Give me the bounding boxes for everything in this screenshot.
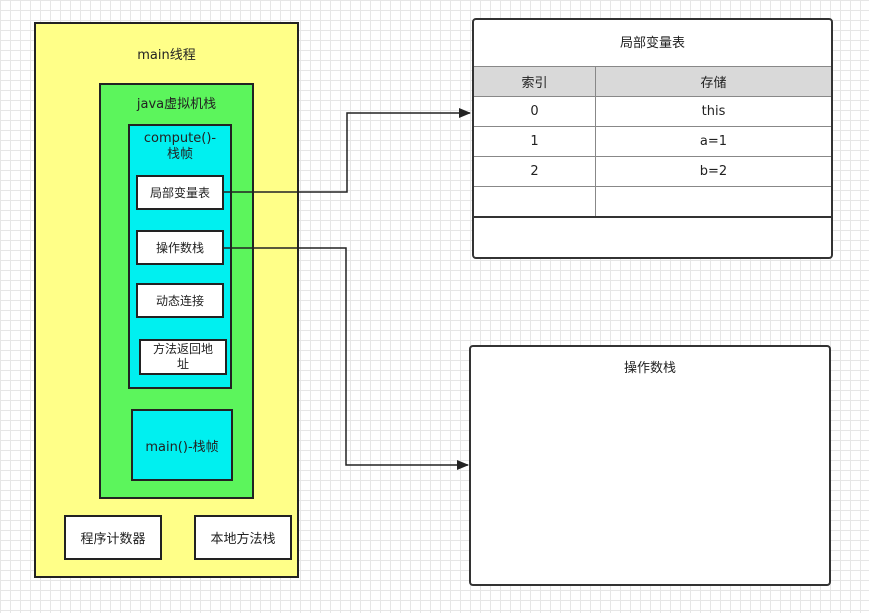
lvt-cell-index <box>474 186 596 218</box>
jvm-stack-title: java虚拟机栈 <box>136 97 217 112</box>
compute-frame-title-line2: 栈帧 <box>166 147 193 162</box>
lvt-table: 索引 存储 0 this 1 a=1 2 b=2 <box>474 66 831 218</box>
operand-stack-label: 操作数栈 <box>155 241 204 255</box>
lvt-header-index: 索引 <box>474 66 596 97</box>
lvt-cell-value: a=1 <box>595 126 831 157</box>
operand-stack-panel: 操作数栈 <box>469 345 831 586</box>
operand-stack-box: 操作数栈 <box>136 230 224 265</box>
dynamic-linking-label: 动态连接 <box>155 294 204 308</box>
local-variable-table-label: 局部变量表 <box>149 186 210 200</box>
lvt-header-row: 索引 存储 <box>474 66 831 97</box>
lvt-cell-value: b=2 <box>595 156 831 187</box>
operand-stack-panel-title: 操作数栈 <box>623 361 676 376</box>
local-variable-table-box: 局部变量表 <box>136 175 224 210</box>
local-variable-table-panel: 局部变量表 索引 存储 0 this 1 a=1 2 b=2 <box>472 18 833 259</box>
table-row <box>474 186 831 218</box>
table-row: 2 b=2 <box>474 156 831 187</box>
program-counter-label: 程序计数器 <box>80 532 146 547</box>
lvt-cell-value <box>595 186 831 218</box>
return-address-label-line1: 方法返回地 <box>152 342 213 356</box>
compute-frame-title: compute()- 栈帧 <box>130 131 230 163</box>
main-stack-frame: main()-栈帧 <box>131 409 233 481</box>
return-address-box: 方法返回地 址 <box>139 339 227 375</box>
compute-frame-title-line1: compute()- <box>143 131 217 146</box>
lvt-panel-title: 局部变量表 <box>619 36 685 51</box>
lvt-cell-index: 2 <box>474 156 596 187</box>
main-frame-label: main()-栈帧 <box>145 439 219 455</box>
main-thread-title: main线程 <box>137 48 196 63</box>
local-variable-table-arrow <box>224 108 471 193</box>
lvt-cell-value: this <box>595 96 831 127</box>
table-row: 1 a=1 <box>474 126 831 157</box>
return-address-label-line2: 址 <box>176 357 189 371</box>
native-method-stack-label: 本地方法栈 <box>210 532 276 547</box>
program-counter-box: 程序计数器 <box>64 515 162 560</box>
operand-stack-arrow <box>224 247 469 470</box>
native-method-stack-box: 本地方法栈 <box>194 515 292 560</box>
dynamic-linking-box: 动态连接 <box>136 283 224 318</box>
lvt-header-storage: 存储 <box>595 66 831 97</box>
